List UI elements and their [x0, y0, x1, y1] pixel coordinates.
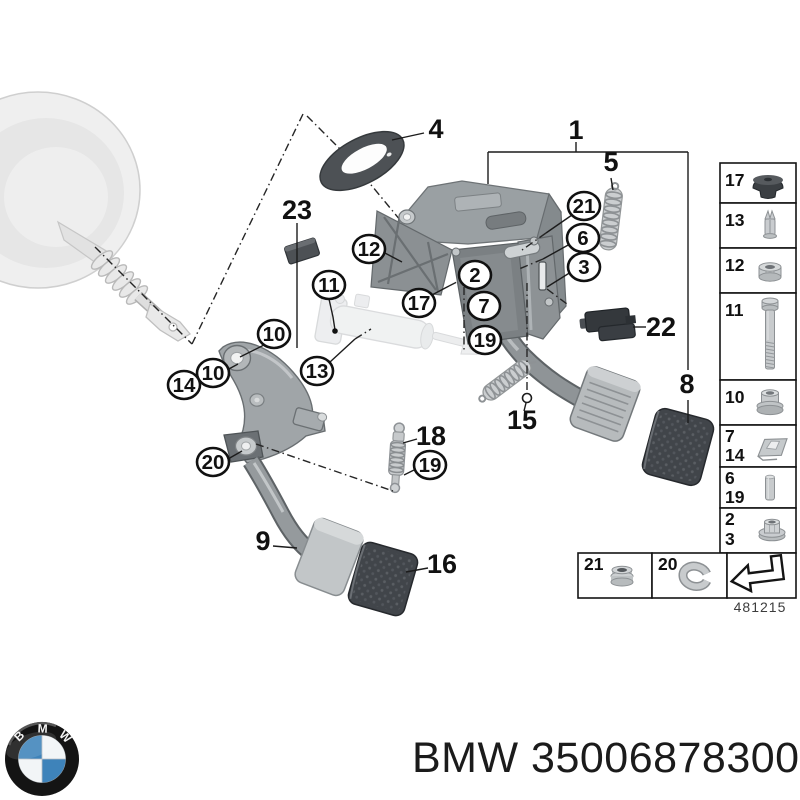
- svg-text:10: 10: [202, 362, 225, 385]
- legend-row-10[interactable]: [719, 379, 797, 426]
- brake-pedal-plate: [569, 366, 641, 442]
- expansion-rivet-icon: [763, 209, 777, 239]
- legend-label-13: 13: [725, 210, 745, 230]
- part-23-buffer: [284, 237, 320, 265]
- svg-text:6: 6: [577, 227, 588, 250]
- callout-circle-13[interactable]: 13: [299, 355, 335, 387]
- legend-label-19: 19: [725, 487, 745, 507]
- svg-text:19: 19: [419, 454, 442, 477]
- hex-bolt-icon: [761, 297, 779, 370]
- part-16-clutch-pedal-pad: [347, 541, 419, 617]
- callout-16[interactable]: 16: [427, 549, 457, 579]
- callout-circle-11[interactable]: 11: [311, 269, 347, 301]
- nut-icon: [758, 262, 782, 282]
- callout-1[interactable]: 1: [568, 115, 583, 145]
- callout-9[interactable]: 9: [255, 526, 270, 556]
- part-number-text: BMW 35006878300: [412, 734, 800, 782]
- legend-panel: 17 13 12 11 10 7 14 6 19 2 3 21 20 48121…: [577, 162, 797, 615]
- callout-circle-17[interactable]: 17: [401, 287, 437, 319]
- callout-circle-7[interactable]: 7: [466, 290, 502, 322]
- svg-text:3: 3: [578, 256, 589, 279]
- legend-label-11: 11: [725, 300, 744, 320]
- c-clip-icon: [678, 561, 711, 591]
- callout-circle-19a[interactable]: 19: [467, 324, 503, 356]
- legend-label-10: 10: [725, 387, 745, 407]
- svg-text:10: 10: [263, 323, 286, 346]
- plain-callout-labels: 1 4 5 8 9 15 16 18 22 23: [255, 114, 694, 579]
- brake-booster-drawing: [0, 91, 191, 342]
- svg-text:21: 21: [573, 195, 596, 218]
- clutch-master-cylinder-ghost: [314, 293, 482, 355]
- legend-label-7: 7: [725, 426, 735, 446]
- part-15-spring: [478, 359, 537, 403]
- svg-text:14: 14: [173, 374, 196, 397]
- part-22-switch: [579, 307, 637, 342]
- grommet-plug-icon: [752, 175, 784, 199]
- svg-text:19: 19: [474, 329, 497, 352]
- callout-23[interactable]: 23: [282, 195, 312, 225]
- legend-cell-20[interactable]: [651, 552, 728, 599]
- svg-text:7: 7: [478, 295, 489, 318]
- part-4-gasket: [319, 130, 405, 192]
- svg-text:12: 12: [358, 238, 381, 261]
- booster-clevis-fork: [145, 303, 191, 342]
- part-8-brake-pedal-pad: [641, 407, 715, 487]
- clutch-pedal-drawing: [218, 341, 364, 597]
- callout-circle-21[interactable]: 21: [566, 190, 602, 222]
- bmw-logo: B M W: [5, 721, 79, 796]
- pin-icon: [765, 474, 775, 501]
- callout-8[interactable]: 8: [679, 369, 694, 399]
- callout-18[interactable]: 18: [416, 421, 446, 451]
- legend-label-21: 21: [584, 554, 604, 574]
- svg-text:11: 11: [318, 274, 340, 297]
- callout-5[interactable]: 5: [603, 147, 618, 177]
- callout-circle-10b[interactable]: 10: [195, 357, 231, 389]
- flange-nut-icon: [758, 518, 786, 542]
- svg-text:17: 17: [408, 292, 431, 315]
- bmw-letter-m: M: [37, 721, 47, 735]
- booster-threaded-collar: [90, 250, 149, 305]
- callout-circle-2[interactable]: 2: [457, 259, 493, 291]
- clutch-pedal-clevis-stub: [292, 407, 328, 432]
- callout-circle-19b[interactable]: 19: [412, 449, 448, 481]
- callout-circle-20[interactable]: 20: [195, 446, 231, 478]
- callout-circle-10a[interactable]: 10: [256, 318, 292, 350]
- callout-circle-3[interactable]: 3: [566, 251, 602, 283]
- callout-circle-14[interactable]: 14: [166, 369, 202, 401]
- bushing-icon: [756, 389, 784, 416]
- clutch-pedal-plate: [294, 517, 364, 597]
- svg-text:20: 20: [202, 451, 225, 474]
- switch-mount-slot: [538, 261, 547, 291]
- part-5-spring: [599, 182, 623, 251]
- drawing-code: 481215: [734, 599, 787, 615]
- construction-lines: [94, 113, 411, 345]
- callout-15[interactable]: 15: [507, 405, 537, 435]
- svg-text:13: 13: [306, 360, 329, 383]
- part-18-19-over-centre-spring: [388, 422, 407, 494]
- svg-text:2: 2: [469, 264, 480, 287]
- legend-label-2: 2: [725, 509, 735, 529]
- legend-label-3: 3: [725, 529, 735, 549]
- callout-circle-12[interactable]: 12: [351, 233, 387, 265]
- legend-label-12: 12: [725, 255, 745, 275]
- grooved-grommet-icon: [610, 565, 634, 587]
- spring-clip-icon: [757, 438, 788, 461]
- legend-label-14: 14: [725, 445, 745, 465]
- legend-row-11[interactable]: [719, 292, 797, 381]
- legend-label-17: 17: [725, 170, 744, 190]
- legend-row-6-19[interactable]: [719, 466, 797, 509]
- circled-callouts: 2 3 6 7 10 10 11 12 13 14 17 19 19 20 21: [166, 190, 602, 481]
- callout-4[interactable]: 4: [428, 114, 443, 144]
- direction-arrow-icon: [729, 553, 786, 594]
- callout-22[interactable]: 22: [646, 312, 676, 342]
- callout-circle-6[interactable]: 6: [565, 222, 601, 254]
- legend-label-6: 6: [725, 468, 735, 488]
- legend-row-12[interactable]: [719, 247, 797, 294]
- legend-label-20: 20: [658, 554, 678, 574]
